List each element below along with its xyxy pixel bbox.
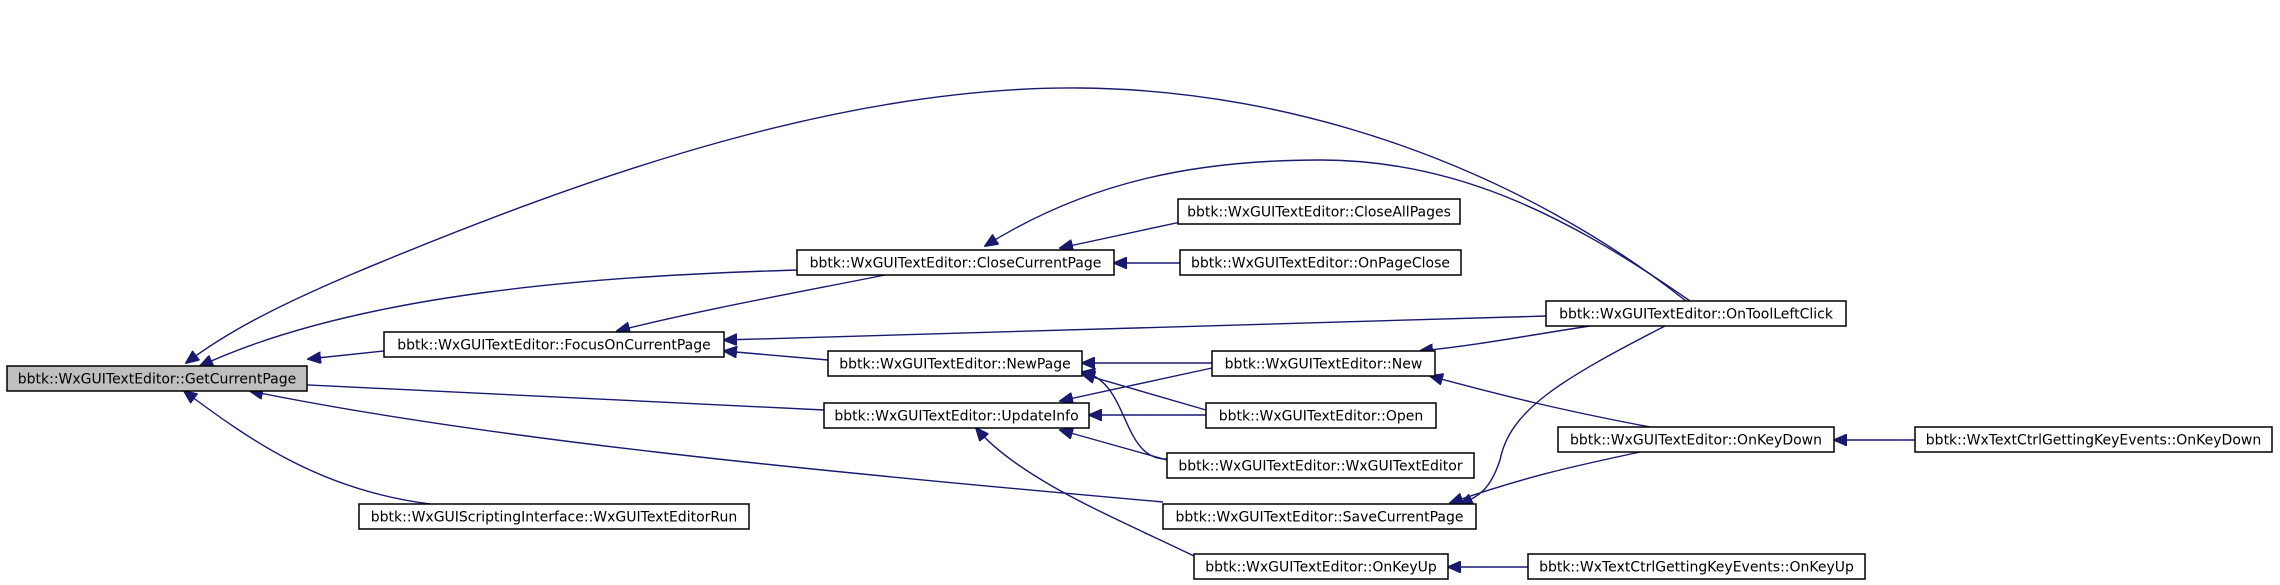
edge-focusoncurrentpage-to-getcurrentpage: [308, 350, 385, 359]
node-open[interactable]: bbtk::WxGUITextEditor::Open: [1205, 402, 1437, 429]
node-label: bbtk::WxTextCtrlGettingKeyEvents::OnKeyD…: [1926, 433, 2261, 449]
edge-onkeydown-to-new: [1430, 376, 1651, 428]
node-label: bbtk::WxGUITextEditor::OnKeyUp: [1205, 560, 1437, 576]
edge-ontoolleftclick-to-closecurrentpage: [985, 159, 1691, 302]
node-box: [827, 350, 1083, 377]
node-box: [1193, 553, 1449, 580]
node-box: [1527, 553, 1866, 580]
node-box: [1557, 426, 1835, 453]
edge-closeallpages-to-closecurrentpage: [1060, 219, 1191, 248]
node-label: bbtk::WxGUITextEditor::GetCurrentPage: [18, 372, 297, 388]
node-keyevents_onkeyup[interactable]: bbtk::WxTextCtrlGettingKeyEvents::OnKeyU…: [1527, 553, 1866, 580]
node-onpageclose[interactable]: bbtk::WxGUITextEditor::OnPageClose: [1179, 249, 1462, 276]
node-newpage[interactable]: bbtk::WxGUITextEditor::NewPage: [827, 350, 1083, 377]
node-box: [1166, 452, 1475, 479]
edge-closecurrentpage-to-getcurrentpage: [200, 269, 798, 366]
node-box: [1179, 249, 1462, 276]
edge-ontoolleftclick-to-savecurrentpage: [1460, 325, 1666, 505]
node-label: bbtk::WxGUITextEditor::UpdateInfo: [834, 409, 1078, 425]
node-label: bbtk::WxGUITextEditor::New: [1225, 357, 1423, 373]
node-onkeydown[interactable]: bbtk::WxGUITextEditor::OnKeyDown: [1557, 426, 1835, 453]
node-scriptingrun[interactable]: bbtk::WxGUIScriptingInterface::WxGUIText…: [358, 503, 750, 530]
edge-scriptingrun-to-getcurrentpage: [184, 391, 431, 505]
edge-newpage-to-focusoncurrentpage: [724, 351, 829, 361]
node-box: [1162, 503, 1477, 530]
node-label: bbtk::WxGUITextEditor::OnToolLeftClick: [1559, 307, 1834, 323]
edge-open-to-newpage: [1082, 374, 1207, 411]
node-label: bbtk::WxGUITextEditor::Open: [1219, 409, 1423, 425]
edge-savecurrentpage-to-getcurrentpage: [250, 391, 1164, 503]
graph-nodes: bbtk::WxGUITextEditor::GetCurrentPagebbt…: [6, 198, 2273, 580]
node-getcurrentpage[interactable]: bbtk::WxGUITextEditor::GetCurrentPage: [6, 365, 308, 392]
node-label: bbtk::WxGUITextEditor::NewPage: [839, 357, 1071, 373]
edge-new-to-updateinfo: [1060, 367, 1213, 401]
edge-ontoolleftclick-to-focusoncurrentpage: [724, 315, 1547, 340]
node-label: bbtk::WxGUITextEditor::OnPageClose: [1191, 256, 1450, 272]
node-box: [358, 503, 750, 530]
node-closecurrentpage[interactable]: bbtk::WxGUITextEditor::CloseCurrentPage: [796, 249, 1115, 276]
node-box: [383, 331, 725, 358]
edge-ontoolleftclick-to-new: [1420, 325, 1591, 351]
node-label: bbtk::WxGUITextEditor::OnKeyDown: [1570, 433, 1822, 449]
node-label: bbtk::WxGUITextEditor::WxGUITextEditor: [1178, 459, 1462, 475]
node-label: bbtk::WxGUITextEditor::CloseCurrentPage: [810, 256, 1102, 272]
node-label: bbtk::WxTextCtrlGettingKeyEvents::OnKeyU…: [1539, 560, 1854, 576]
node-savecurrentpage[interactable]: bbtk::WxGUITextEditor::SaveCurrentPage: [1162, 503, 1477, 530]
graph-edges: [184, 87, 1915, 567]
edge-ontoolleftclick-to-getcurrentpage: [186, 87, 1687, 363]
edge-onkeydown-to-savecurrentpage: [1450, 451, 1641, 503]
node-ontoolleftclick[interactable]: bbtk::WxGUITextEditor::OnToolLeftClick: [1545, 300, 1847, 327]
edge-updateinfo-to-getcurrentpage: [248, 382, 825, 411]
node-keyevents_onkeydown[interactable]: bbtk::WxTextCtrlGettingKeyEvents::OnKeyD…: [1914, 426, 2273, 453]
node-box: [6, 365, 308, 392]
node-label: bbtk::WxGUIScriptingInterface::WxGUIText…: [371, 510, 737, 526]
node-box: [796, 249, 1115, 276]
edge-ctor-to-updateinfo: [1060, 430, 1168, 461]
node-label: bbtk::WxGUITextEditor::CloseAllPages: [1187, 205, 1451, 221]
node-box: [1914, 426, 2273, 453]
node-label: bbtk::WxGUITextEditor::FocusOnCurrentPag…: [397, 338, 710, 354]
node-box: [1545, 300, 1847, 327]
node-box: [1205, 402, 1437, 429]
edge-closecurrentpage-to-focusoncurrentpage: [617, 274, 886, 331]
node-box: [823, 402, 1090, 429]
node-box: [1211, 350, 1436, 377]
node-focusoncurrentpage[interactable]: bbtk::WxGUITextEditor::FocusOnCurrentPag…: [383, 331, 725, 358]
node-updateinfo[interactable]: bbtk::WxGUITextEditor::UpdateInfo: [823, 402, 1090, 429]
node-closeallpages[interactable]: bbtk::WxGUITextEditor::CloseAllPages: [1177, 198, 1461, 225]
node-box: [1177, 198, 1461, 225]
node-onkeyup[interactable]: bbtk::WxGUITextEditor::OnKeyUp: [1193, 553, 1449, 580]
node-ctor[interactable]: bbtk::WxGUITextEditor::WxGUITextEditor: [1166, 452, 1475, 479]
node-label: bbtk::WxGUITextEditor::SaveCurrentPage: [1176, 510, 1464, 526]
edge-onkeyup-to-updateinfo: [976, 428, 1195, 557]
node-new[interactable]: bbtk::WxGUITextEditor::New: [1211, 350, 1436, 377]
